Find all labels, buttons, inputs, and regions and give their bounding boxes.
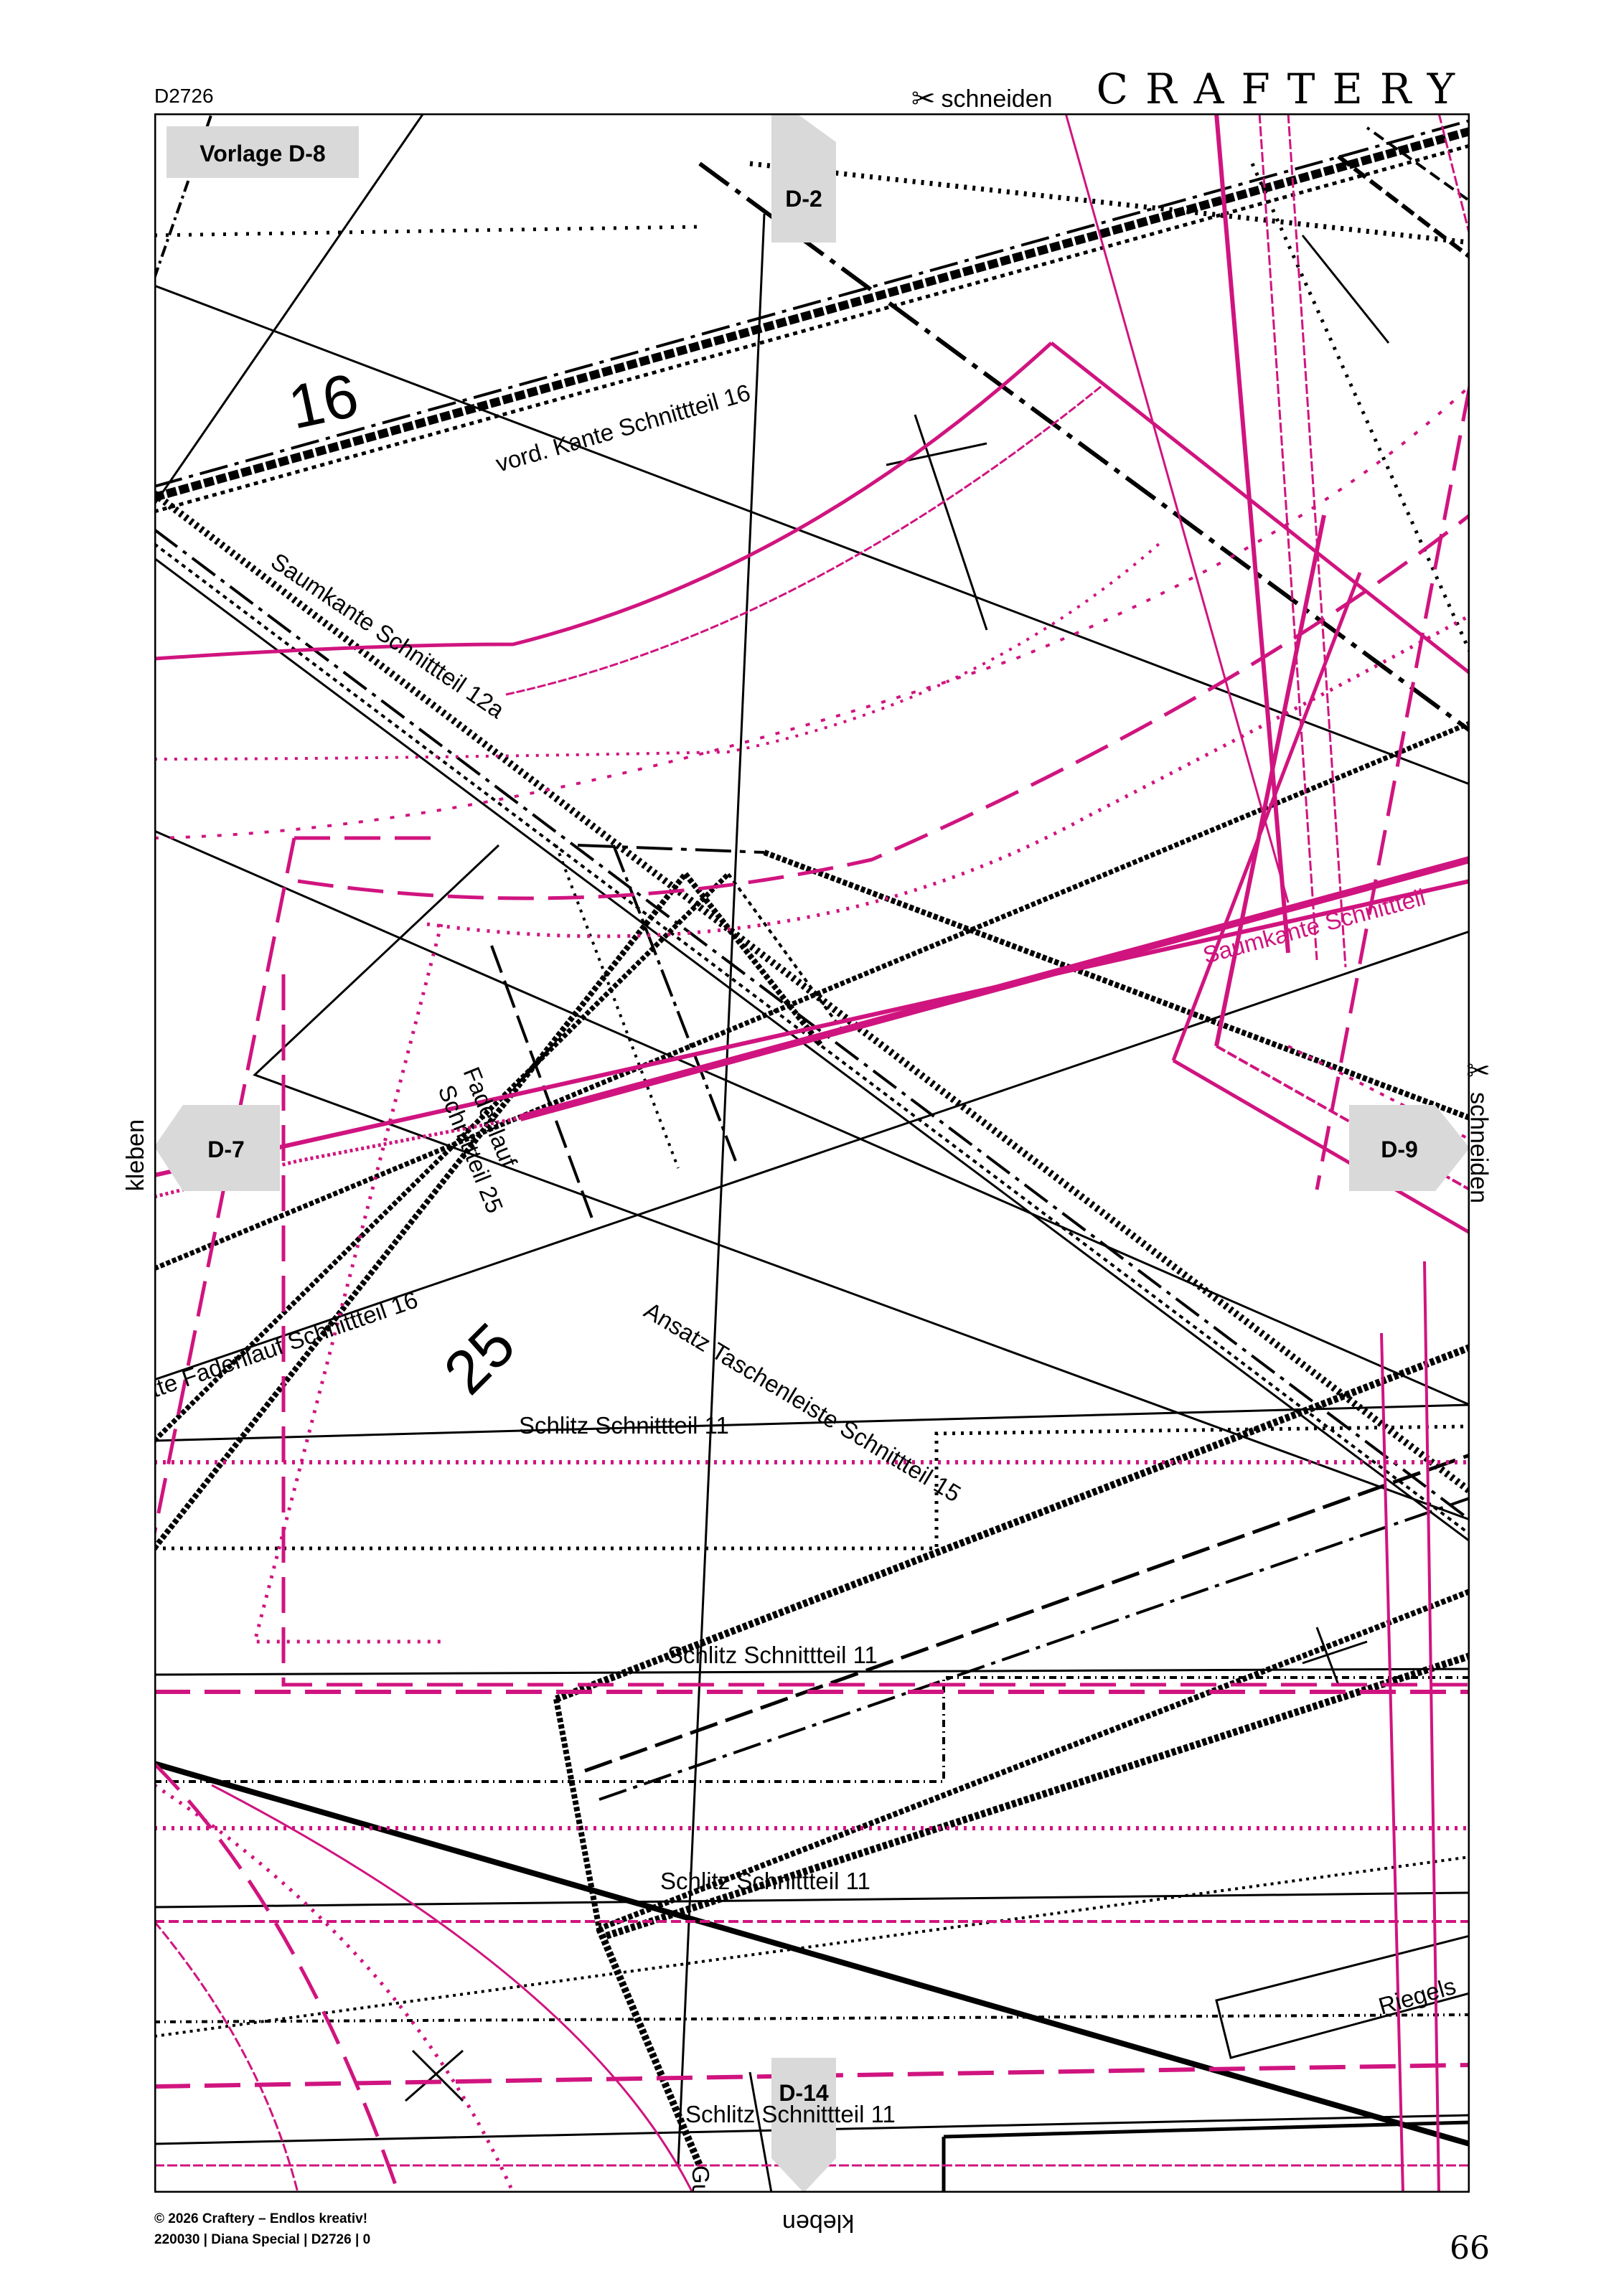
document-code: D2726 (154, 85, 214, 107)
cut-marker-top: ✂ schneiden (911, 85, 1053, 113)
glue-label-left: kleben (122, 1119, 149, 1192)
neighbor-top-label: D-2 (785, 186, 822, 212)
piece-number-16: 16 (283, 361, 365, 443)
label-schlitz-2: Schlitz Schnittteil 11 (667, 1642, 878, 1668)
label-saumkante-12a: Saumkante Schnittteil 12a (266, 547, 510, 723)
page-number: 66 (1450, 2230, 1490, 2267)
neighbor-bottom-label: D-14 (779, 2080, 829, 2106)
neighbor-right-label: D-9 (1381, 1137, 1418, 1162)
label-fadenlauf-16: tte Fadenlauf Schnittteil 16 (154, 1286, 421, 1402)
scissors-icon: ✂ (911, 83, 936, 115)
brand-logo: CRAFTERY (1096, 65, 1472, 113)
arrow-tab-left (154, 1105, 280, 1191)
pattern-sheet: Vorlage D-8 D-2 D-7 D-9 D-14 16 25 vord.… (154, 113, 1470, 2193)
piece-number-25: 25 (431, 1310, 529, 1408)
arrow-tab-right (1349, 1105, 1470, 1191)
vorlage-label: Vorlage D-8 (200, 141, 325, 166)
scissors-icon: ✂ (1463, 1055, 1494, 1088)
label-schlitz-1: Schlitz Schnittteil 11 (519, 1412, 729, 1439)
glue-label-bottom: kleben (782, 2209, 855, 2236)
label-schlitz-4: Schlitz Schnittteil 11 (685, 2101, 896, 2127)
label-gu: Gu (687, 2165, 714, 2193)
cut-label-top: schneiden (941, 85, 1053, 113)
copyright-text: © 2026 Craftery – Endlos kreativ! (154, 2211, 368, 2226)
label-riegel: Riegels (1376, 1972, 1459, 2020)
label-schlitz-3: Schlitz Schnittteil 11 (660, 1868, 870, 1894)
label-ansatz-taschenleiste: Ansatz Taschenleiste Schnittteil 15 (639, 1297, 965, 1507)
arrow-tab-bottom (771, 2058, 836, 2193)
product-info: 220030 | Diana Special | D2726 | 0 (154, 2232, 371, 2247)
footer-info: © 2026 Craftery – Endlos kreativ! 220030… (154, 2208, 370, 2250)
sheet-frame (154, 113, 1470, 2193)
vorlage-label-box (166, 126, 359, 178)
neighbor-left-label: D-7 (207, 1137, 245, 1162)
